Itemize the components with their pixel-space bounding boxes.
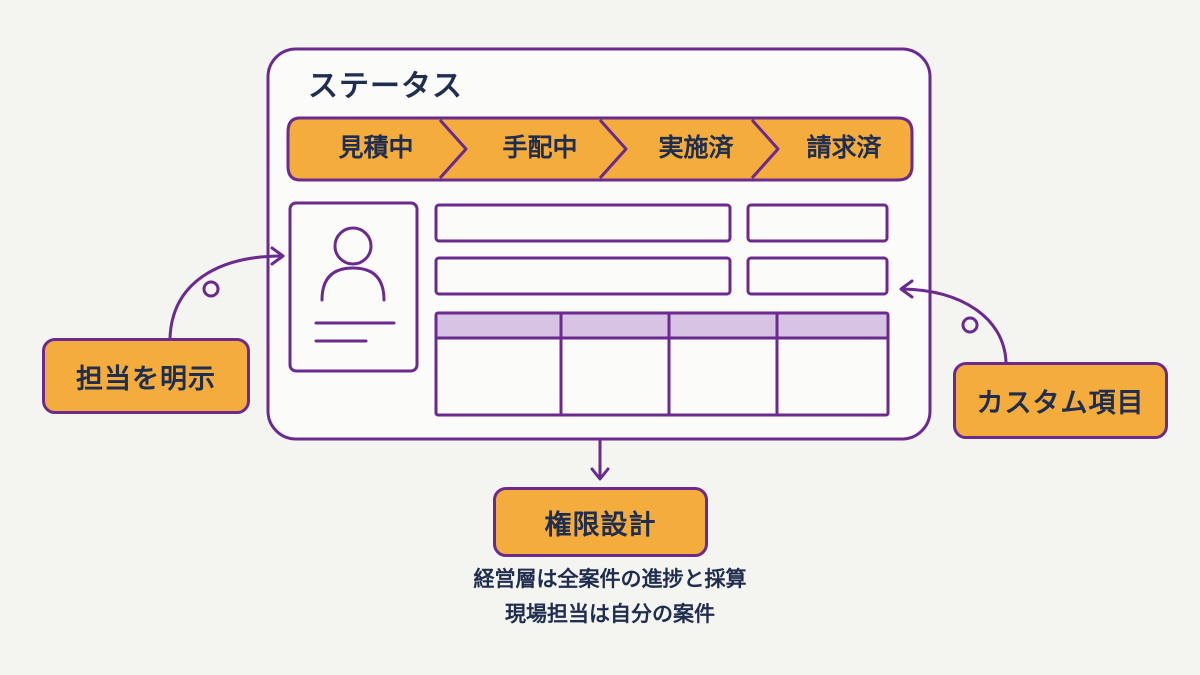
stage-divider-1 [438,118,468,180]
stage-label-invoiced[interactable]: 請求済 [806,133,882,162]
custom-field-2[interactable] [746,256,889,296]
custom-fields-connector-knot [961,316,979,334]
custom-fields-arrowhead-icon [899,279,914,299]
assignee-profile-card[interactable] [288,201,419,373]
form-field-1[interactable] [434,203,732,243]
assignee-connector-line [168,254,284,340]
assignee-connector-knot [202,280,220,298]
stage-label-arranging[interactable]: 手配中 [502,133,578,162]
avatar-head-icon [333,226,373,266]
table-header-row [437,314,887,338]
assignee-callout: 担当を明示 [42,338,250,414]
permissions-note-line-2: 現場担当は自分の案件 [505,602,715,626]
stage-divider-3 [750,118,780,180]
avatar-body-icon [320,266,386,302]
status-pipeline-bar[interactable] [286,116,914,182]
assignee-arrowhead-icon [270,246,285,266]
status-section-title: ステータス [308,69,463,104]
permissions-arrowhead-icon [590,467,610,481]
stage-label-completed[interactable]: 実施済 [658,133,734,162]
permissions-note-line-1: 経営層は全案件の進捗と採算 [473,567,747,591]
custom-fields-connector-line [900,287,1008,364]
stage-label-estimating[interactable]: 見積中 [338,133,414,162]
form-field-2[interactable] [434,256,732,296]
permissions-callout: 権限設計 [493,487,708,557]
custom-fields-callout: カスタム項目 [953,362,1168,439]
custom-field-1[interactable] [746,203,889,243]
stage-divider-2 [598,118,628,180]
